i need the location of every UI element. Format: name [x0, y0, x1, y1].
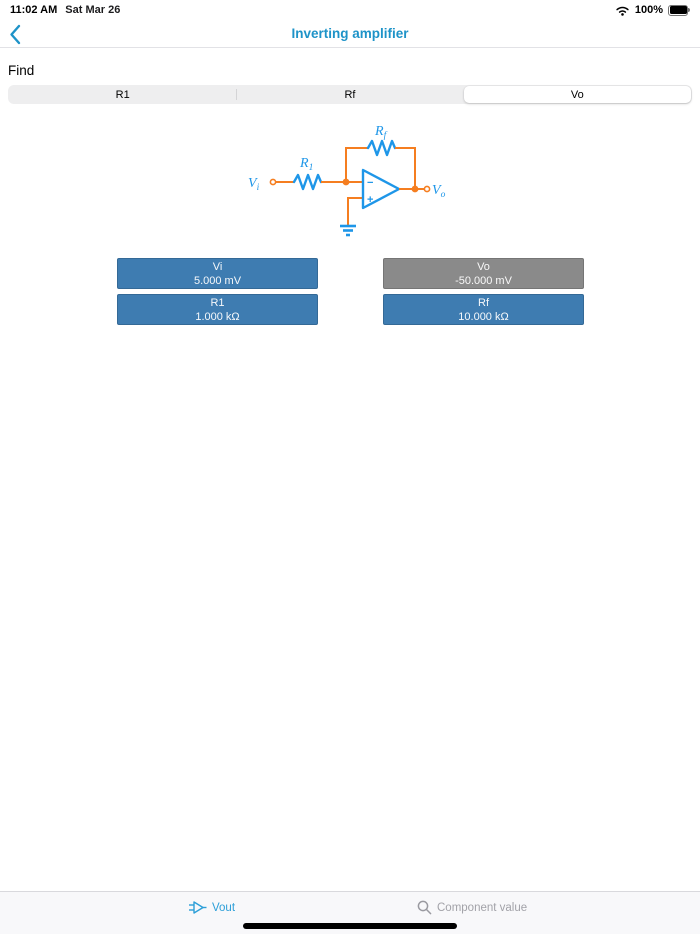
status-time: 11:02 AM	[10, 4, 58, 16]
value-name: R1	[210, 296, 225, 309]
value-name: Rf	[478, 296, 489, 309]
value-amount: -50.000 mV	[455, 274, 512, 287]
page-title: Inverting amplifier	[291, 26, 409, 41]
wire	[395, 147, 416, 189]
vout-button[interactable]: Vout	[188, 900, 235, 915]
node-dot	[411, 185, 419, 193]
battery-percent: 100%	[634, 4, 663, 16]
label-r1: R1	[299, 156, 313, 173]
opamp-plus-label: +	[367, 194, 373, 206]
segment-rf[interactable]: Rf	[344, 88, 356, 101]
segment-vo[interactable]: Vo	[463, 86, 691, 103]
opamp	[361, 168, 401, 210]
ground-symbol	[340, 224, 356, 237]
value-name: Vi	[212, 260, 223, 273]
input-terminal	[269, 178, 277, 186]
circuit-diagram: − + Vi R1 Rf Vo	[248, 124, 446, 237]
value-button-vi[interactable]: Vi 5.000 mV	[117, 258, 318, 289]
search-icon	[417, 900, 432, 915]
component-value-label: Component value	[437, 901, 528, 914]
find-label: Find	[8, 63, 35, 78]
nav-bar: Inverting amplifier	[0, 20, 700, 48]
resistor-rf	[366, 139, 397, 157]
wire	[347, 197, 363, 225]
find-segmented-control: R1 Rf Vo	[8, 85, 692, 104]
output-terminal	[423, 185, 431, 193]
value-amount: 5.000 mV	[193, 274, 242, 287]
value-amount: 10.000 kΩ	[458, 310, 509, 323]
value-button-vo[interactable]: Vo -50.000 mV	[383, 258, 584, 289]
component-value-button[interactable]: Component value	[417, 900, 527, 915]
value-name: Vo	[477, 260, 490, 273]
label-rf: Rf	[374, 124, 388, 141]
label-vo: Vo	[432, 183, 446, 200]
battery-icon	[668, 4, 690, 16]
opamp-icon	[189, 901, 207, 914]
opamp-minus-label: −	[367, 177, 373, 189]
value-amount: 1.000 kΩ	[195, 310, 240, 323]
vout-button-label: Vout	[212, 901, 236, 914]
segment-r1[interactable]: R1	[115, 88, 130, 101]
wifi-icon	[616, 6, 629, 16]
status-date: Sat Mar 26	[65, 4, 121, 16]
resistor-r1	[292, 173, 323, 191]
label-vi: Vi	[248, 176, 260, 193]
back-button[interactable]	[9, 23, 33, 45]
segment-divider	[235, 89, 237, 100]
status-bar: 11:02 AM Sat Mar 26 100%	[0, 0, 700, 20]
home-indicator[interactable]	[243, 923, 457, 929]
status-indicators: 100%	[615, 4, 690, 16]
wire	[345, 147, 368, 182]
value-button-r1[interactable]: R1 1.000 kΩ	[117, 294, 318, 325]
status-time-date: 11:02 AM Sat Mar 26	[10, 4, 120, 16]
node-dot	[342, 178, 350, 186]
value-button-rf[interactable]: Rf 10.000 kΩ	[383, 294, 584, 325]
chevron-left-icon	[10, 24, 21, 44]
